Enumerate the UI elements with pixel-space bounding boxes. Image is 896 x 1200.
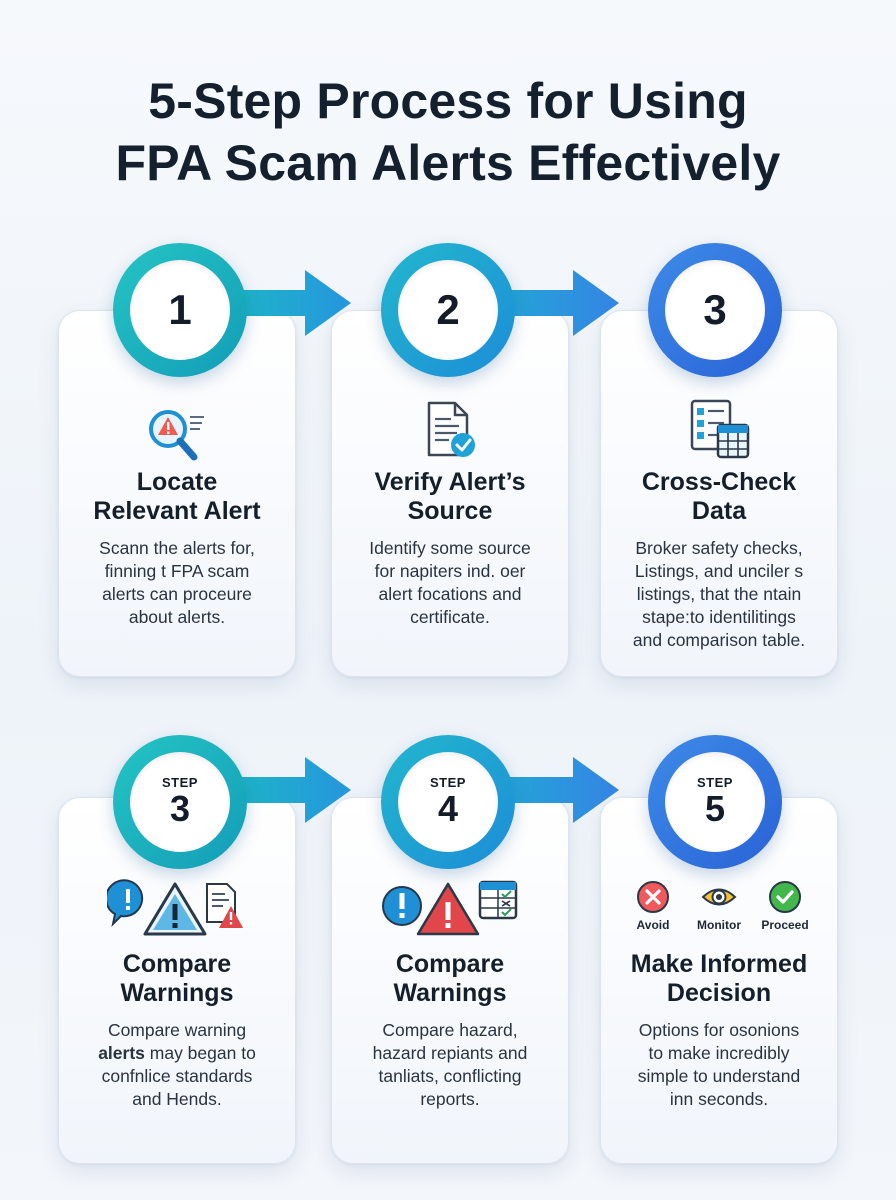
warning-triangle-icon [59,876,295,940]
option-label-avoid: Avoid [636,918,670,932]
decision-options: Avoid Monitor Proceed [601,880,837,932]
step-number: 3 [169,788,191,829]
step-number: 1 [168,286,192,333]
step-description: Compare hazard, hazard repiants and tanl… [372,1020,528,1109]
step-heading: Make Informed Decision [630,950,808,1007]
title-line-2: FPA Scam Alerts Effectively [115,135,781,191]
step-number: 3 [703,286,727,333]
step-heading: Verify Alert’s Source [374,468,526,525]
step-badge: STEP 3 [113,735,247,869]
step-badge: 2 [381,243,515,377]
step-number: 5 [704,788,726,829]
step-card-6: Avoid Monitor Proceed Make Informed Dec [600,797,838,1164]
monitor-eye-icon [701,888,737,906]
step-heading: Compare Warnings [120,950,234,1007]
step-badge: 3 [648,243,782,377]
step-heading: Compare Warnings [393,950,507,1007]
step-description: Broker safety checks, Listings, and unci… [632,538,806,650]
option-label-proceed: Proceed [761,918,809,932]
step-number: 2 [436,286,460,333]
step-description: Options for osonions to make incredibly … [637,1020,801,1109]
hazard-table-icon [332,876,568,940]
step-badge: 1 [113,243,247,377]
avoid-x-icon [637,881,669,913]
step-description: Scann the alerts for, finning t FPA scam… [99,538,255,627]
step-label: STEP [162,775,198,790]
step-label: STEP [697,775,733,790]
arrow-right-icon [225,757,351,823]
arrow-right-icon [493,270,619,336]
checklist-table-icon [601,397,837,463]
arrow-right-icon [493,757,619,823]
step-badge: STEP 5 [648,735,782,869]
title-line-1: 5-Step Process for Using [148,73,748,129]
step-card-5: Compare Warnings Compare hazard, hazard … [331,797,569,1164]
step-label: STEP [430,775,466,790]
option-label-monitor: Monitor [697,918,741,932]
step-heading: Cross-Check Data [641,468,797,525]
document-check-icon [332,397,568,463]
step-description: Compare warning alerts may began to conf… [98,1020,256,1109]
magnifier-alert-icon [59,403,295,467]
step-description: Identify some source for napiters ind. o… [369,538,531,627]
arrow-right-icon [225,270,351,336]
page-title: 5-Step Process for Using FPA Scam Alerts… [0,70,896,194]
step-number: 4 [437,788,459,829]
proceed-check-icon [769,881,801,913]
step-heading: Locate Relevant Alert [93,468,261,525]
step-badge: STEP 4 [381,735,515,869]
